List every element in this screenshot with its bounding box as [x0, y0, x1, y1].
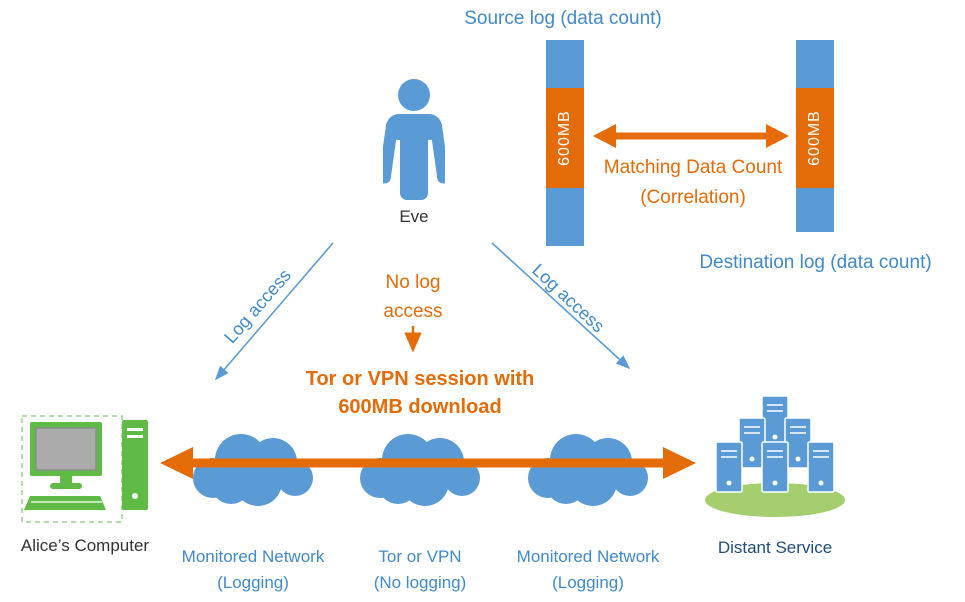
matching-data-arrow — [593, 124, 789, 148]
destination-log-bar: 600MB — [796, 40, 834, 232]
destination-log-label: Destination log (data count) — [699, 252, 932, 273]
monitored-network-cloud-right-icon — [528, 434, 648, 506]
alice-tower — [122, 420, 148, 510]
network-label-monitored-left: Monitored Network (Logging) — [168, 544, 338, 596]
no-log-access-label: No log access — [363, 268, 463, 326]
network-right-line1: Monitored Network — [516, 547, 660, 566]
source-bar-value: 600MB — [556, 110, 574, 166]
source-log-label: Source log (data count) — [464, 8, 662, 29]
no-log-access-line1: No log — [385, 272, 441, 293]
alice-computer-icon — [21, 415, 148, 523]
session-line2: 600MB download — [338, 396, 502, 418]
distant-service-label: Distant Service — [717, 538, 833, 557]
network-left-line1: Monitored Network — [181, 547, 325, 566]
tor-vpn-cloud-icon — [360, 434, 480, 506]
destination-bar-value: 600MB — [806, 110, 824, 166]
destination-log-600mb-segment: 600MB — [796, 88, 834, 188]
eve-label: Eve — [399, 207, 429, 226]
network-label-monitored-right: Monitored Network (Logging) — [503, 544, 673, 596]
source-log-bar: 600MB — [546, 40, 584, 246]
source-log-600mb-segment: 600MB — [546, 88, 584, 188]
alice-computer-label: Alice’s Computer — [20, 536, 150, 555]
log-access-left-arrow — [214, 242, 334, 381]
network-label-tor-vpn: Tor or VPN (No logging) — [345, 544, 495, 596]
alice-monitor — [30, 422, 102, 489]
distant-service-icon — [705, 395, 845, 517]
network-right-line2: (Logging) — [552, 573, 624, 592]
session-line1: Tor or VPN session with — [305, 368, 535, 390]
matching-data-count-line1: Matching Data Count — [603, 157, 783, 178]
log-access-left-label: Log access — [220, 265, 296, 348]
matching-data-count-label: Matching Data Count (Correlation) — [583, 153, 803, 213]
network-mid-line2: (No logging) — [373, 573, 467, 592]
alice-keyboard — [24, 496, 106, 510]
matching-data-count-line2: (Correlation) — [640, 187, 746, 208]
no-log-access-line2: access — [383, 301, 443, 322]
eve-person-icon — [383, 79, 445, 200]
network-mid-line1: Tor or VPN — [378, 547, 462, 566]
monitored-network-cloud-left-icon — [193, 434, 313, 506]
network-left-line2: (Logging) — [217, 573, 289, 592]
session-label: Tor or VPN session with 600MB download — [270, 365, 570, 421]
log-access-right-label: Log access — [528, 259, 609, 337]
